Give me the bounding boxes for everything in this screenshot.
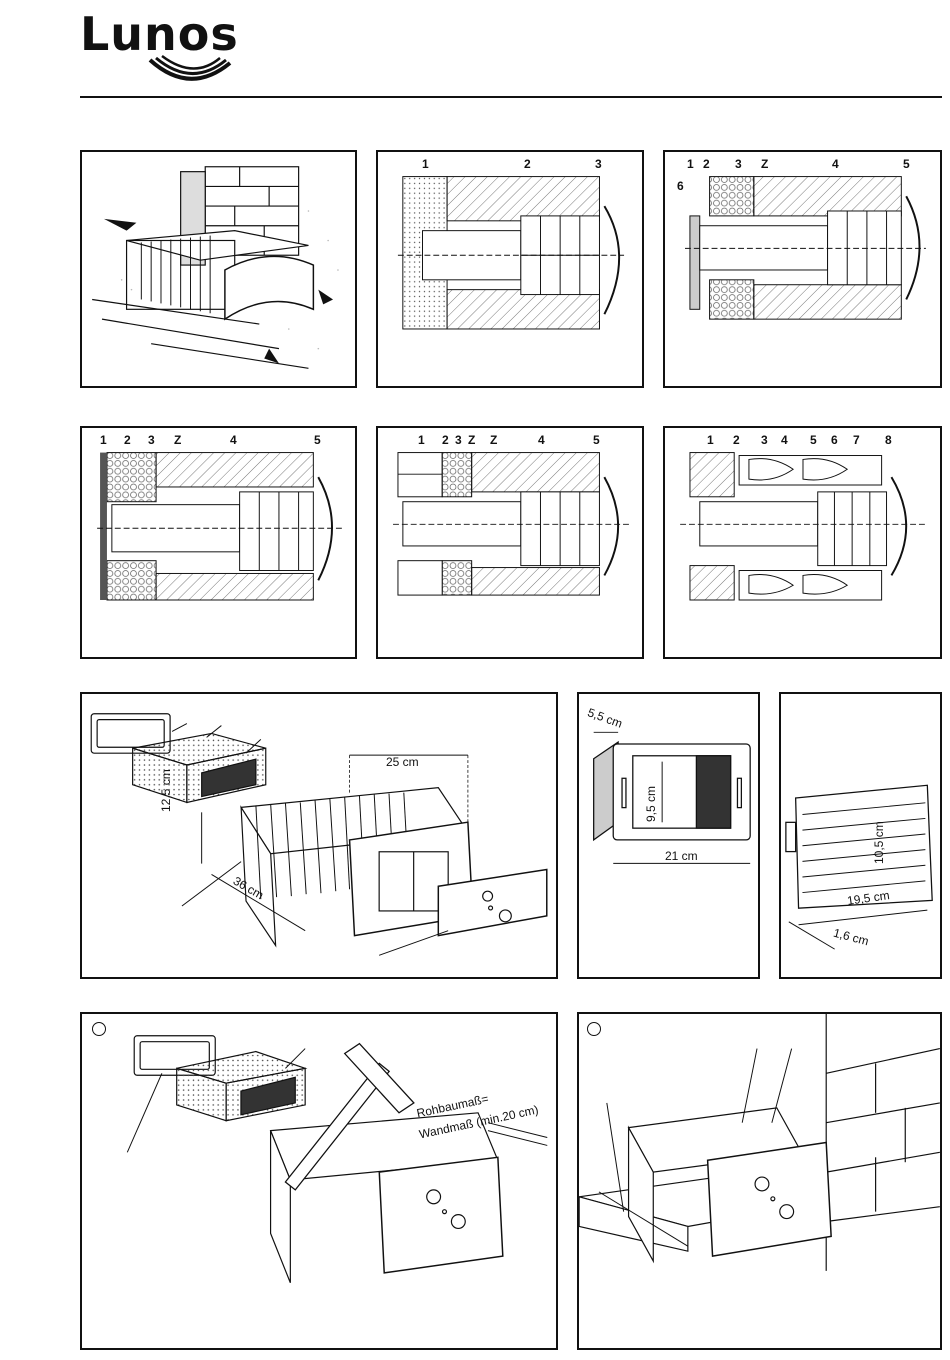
dimension-label: 21 cm (665, 850, 698, 862)
part-label: 5 (593, 434, 600, 446)
logo-swoosh-icon (80, 8, 250, 88)
part-label: 5 (314, 434, 321, 446)
part-label: 5 (810, 434, 817, 446)
part-label: Z (468, 434, 475, 446)
part-label: 4 (781, 434, 788, 446)
part-label: 2 (733, 434, 740, 446)
brick-wall-illustration (82, 152, 355, 386)
part-label: 5 (903, 158, 910, 170)
part-label: 3 (595, 158, 602, 170)
part-label: Z (174, 434, 181, 446)
panel-section-2: 1 2 3 Z 4 5 6 (663, 150, 942, 388)
part-label: 1 (707, 434, 714, 446)
part-label: 2 (124, 434, 131, 446)
dimension-label: 25 cm (386, 756, 419, 768)
header-rule (80, 96, 942, 98)
exploded-view-drawing (82, 694, 556, 977)
part-label: 8 (885, 434, 892, 446)
panel-section-5: 1 2 3 4 5 6 7 8 (663, 426, 942, 659)
dimension-label: 9,5 cm (645, 786, 657, 822)
part-label: 3 (761, 434, 768, 446)
dimension-label: 12,5 cm (160, 769, 172, 812)
part-label: 3 (455, 434, 462, 446)
section-drawing-4 (378, 428, 642, 657)
panel-wall-install-step (577, 1012, 942, 1350)
part-label: 3 (148, 434, 155, 446)
wall-install-drawing (579, 1014, 940, 1348)
panel-exploded-view: 25 cm 12,5 cm 36 cm (80, 692, 558, 979)
panel-frame-dimensions: 5,5 cm 9,5 cm 21 cm (577, 692, 760, 979)
dimension-label: 10,5 cm (873, 821, 885, 864)
part-label: 3 (735, 158, 742, 170)
part-label: 4 (832, 158, 839, 170)
panel-section-4: 1 2 3 Z Z 4 5 (376, 426, 644, 659)
lunos-logo: Lunos (80, 8, 250, 88)
part-label: 2 (442, 434, 449, 446)
part-label: 4 (538, 434, 545, 446)
cutting-drawing (82, 1014, 556, 1348)
part-label: 4 (230, 434, 237, 446)
section-drawing-1 (378, 152, 642, 386)
part-label: 2 (524, 158, 531, 170)
part-label: 1 (418, 434, 425, 446)
part-label: 6 (677, 180, 684, 192)
frame-drawing (579, 694, 758, 977)
part-label: Z (490, 434, 497, 446)
panel-cutting-step: Rohbaumaß= Wandmaß (min.20 cm) (80, 1012, 558, 1350)
section-drawing-2 (665, 152, 940, 386)
part-label: 7 (853, 434, 860, 446)
part-label: 1 (687, 158, 694, 170)
part-label: 1 (100, 434, 107, 446)
part-label: 2 (703, 158, 710, 170)
section-drawing-3 (82, 428, 355, 657)
part-label: 1 (422, 158, 429, 170)
panel-grille-dimensions: 10,5 cm 19,5 cm 1,6 cm (779, 692, 942, 979)
section-drawing-5 (665, 428, 940, 657)
panel-section-1: 1 2 3 (376, 150, 644, 388)
part-label: 6 (831, 434, 838, 446)
part-label: Z (761, 158, 768, 170)
panel-section-3: 1 2 3 Z 4 5 (80, 426, 357, 659)
panel-installation-overview (80, 150, 357, 388)
